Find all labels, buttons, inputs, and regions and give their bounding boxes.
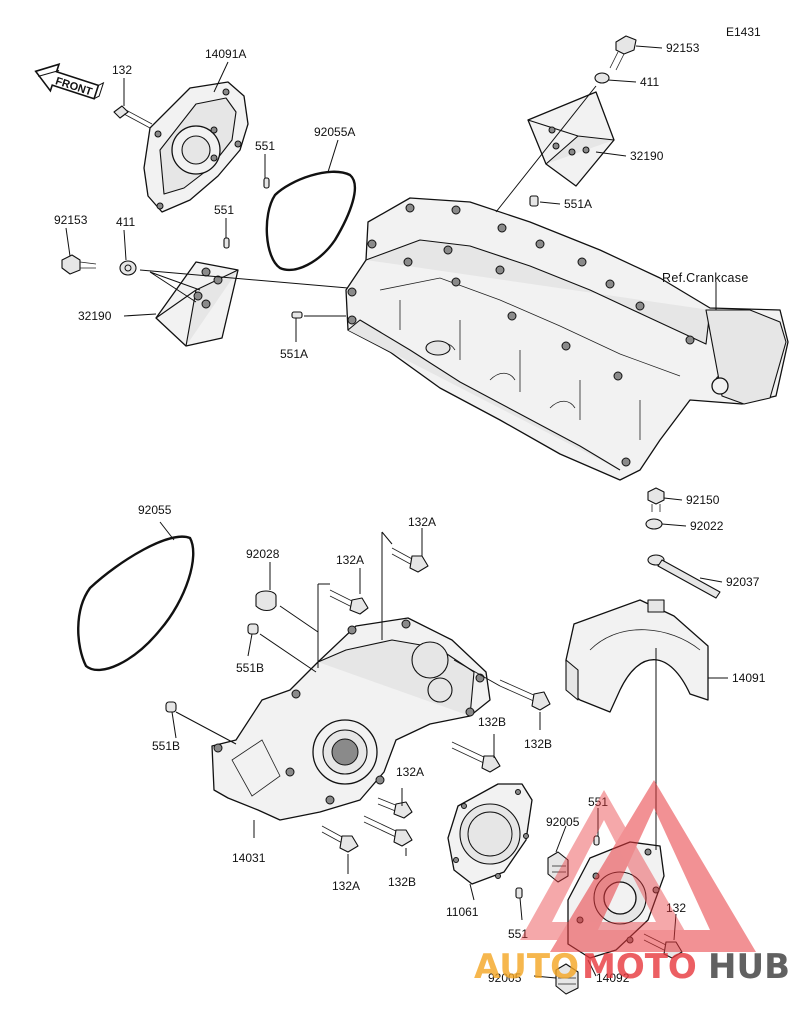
callout-14091a: 14091A — [205, 47, 246, 61]
strap-92037 — [647, 554, 721, 599]
bolt-132-top — [113, 105, 153, 129]
callout-32190-top: 32190 — [630, 149, 664, 163]
callout-411-top: 411 — [640, 75, 659, 89]
callout-132b-right: 132B — [524, 737, 552, 751]
cover-14091a — [143, 81, 249, 213]
plug-92005-lower — [555, 963, 579, 995]
washer-411-left — [119, 260, 137, 276]
watermark-auto: AUTO — [474, 947, 579, 987]
callout-92005-upper: 92005 — [546, 815, 580, 829]
callout-551-lower: 551 — [508, 927, 528, 941]
bolt-132a-3 — [377, 797, 413, 819]
callout-132a-mid: 132A — [336, 553, 364, 567]
callout-14092: 14092 — [596, 971, 630, 985]
callout-132b-upper: 132B — [478, 715, 506, 729]
gasket-92055a — [265, 170, 356, 272]
cover-14091 — [565, 599, 709, 713]
watermark-moto: MOTO — [582, 947, 697, 987]
callout-32190-left: 32190 — [78, 309, 112, 323]
callout-14031: 14031 — [232, 851, 266, 865]
callout-92150: 92150 — [686, 493, 720, 507]
callout-ref-crankcase: Ref.Crankcase — [662, 271, 749, 285]
bolt-92153-top — [609, 35, 637, 71]
bolt-92028 — [255, 590, 277, 612]
dowel-551-a — [263, 177, 270, 189]
bolt-132a-4 — [321, 825, 359, 853]
callout-92153-left: 92153 — [54, 213, 88, 227]
washer-411-top — [594, 72, 610, 84]
dowel-551-b — [223, 237, 230, 249]
washer-92022 — [645, 518, 663, 530]
dowel-551a-left — [291, 311, 303, 319]
callout-14091: 14091 — [732, 671, 766, 685]
callout-132: 132 — [112, 63, 132, 77]
front-arrow-icon: FRONT — [34, 62, 105, 100]
callout-411-left: 411 — [116, 215, 135, 229]
crankcase-reference — [345, 197, 789, 481]
gasket-92055 — [77, 535, 195, 672]
bolt-132a-2 — [329, 589, 369, 615]
callout-551-mid: 551 — [214, 203, 234, 217]
bracket-32190-top — [527, 91, 615, 187]
watermark-hub: HUB — [708, 947, 790, 987]
bracket-32190-left — [155, 261, 239, 347]
callout-132a-bottom: 132A — [332, 879, 360, 893]
callout-92005-lower: 92005 — [488, 971, 522, 985]
watermark-text: AUTO MOTO HUB — [474, 947, 790, 987]
bolt-132b-2 — [451, 741, 501, 773]
callout-92037: 92037 — [726, 575, 760, 589]
callout-132-lower: 132 — [666, 901, 686, 915]
callout-551b-upper: 551B — [236, 661, 264, 675]
callout-11061: 11061 — [446, 905, 479, 919]
cover-11061 — [447, 783, 533, 885]
leader-lines — [65, 45, 728, 979]
dowel-551a-top — [529, 195, 539, 207]
callout-132a-top: 132A — [408, 515, 436, 529]
callout-551a-left: 551A — [280, 347, 308, 361]
dowel-551-lower — [515, 887, 523, 899]
callout-551-right: 551 — [588, 795, 608, 809]
watermark-triangle-icon — [550, 780, 756, 952]
bolt-132b-3 — [363, 815, 413, 847]
callout-92153-top: 92153 — [666, 41, 700, 55]
callout-132a-lower: 132A — [396, 765, 424, 779]
plug-92005-upper — [547, 851, 569, 883]
dowel-551b-upper — [247, 623, 259, 635]
callout-92055: 92055 — [138, 503, 172, 517]
bolt-92150 — [647, 487, 665, 512]
bolt-132b-1 — [499, 679, 551, 711]
diagram-code: E1431 — [726, 25, 761, 39]
callout-551a-top: 551A — [564, 197, 592, 211]
dowel-551-right — [593, 835, 600, 846]
callout-92028: 92028 — [246, 547, 280, 561]
callout-92022: 92022 — [690, 519, 724, 533]
dowel-551b-lower — [165, 701, 177, 713]
bolt-132a-1 — [391, 547, 429, 573]
bolt-92153-left — [61, 254, 97, 275]
callout-551b-lower: 551B — [152, 739, 180, 753]
callout-labels: 132 14091A 92153 411 32190 551 92055A 55… — [54, 41, 766, 985]
callout-92055a: 92055A — [314, 125, 355, 139]
watermark-logo — [520, 780, 756, 952]
callout-551-upper: 551 — [255, 139, 275, 153]
callout-132b-bottom: 132B — [388, 875, 416, 889]
cover-14031 — [211, 617, 491, 821]
